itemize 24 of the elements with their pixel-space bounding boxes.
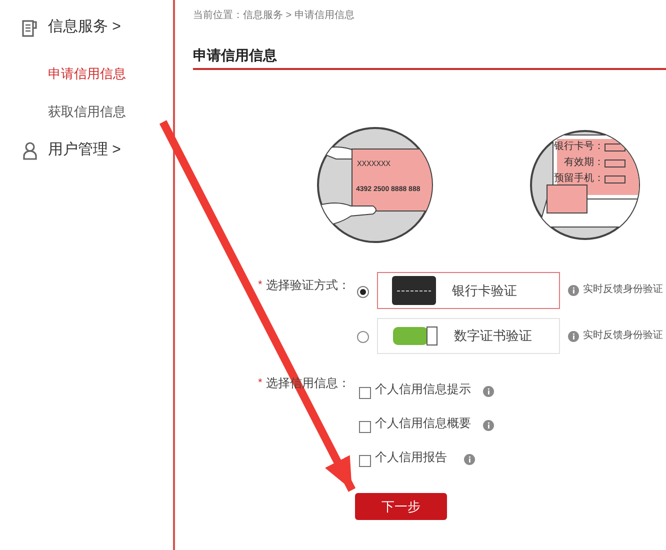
- card-text: XXXXXXX: [357, 161, 391, 169]
- nav-heading: 用户管理 >: [48, 142, 121, 157]
- form-label: 有效期：: [563, 158, 604, 168]
- required-mark: *: [258, 378, 262, 389]
- page-title: 申请信用信息: [193, 48, 277, 62]
- option-label: 数字证书验证: [454, 327, 532, 346]
- form-label: 银行卡号：: [553, 142, 604, 152]
- required-mark: *: [258, 280, 262, 291]
- checkbox-label: 个人信用报告: [375, 451, 447, 463]
- breadcrumb: 当前位置：信息服务 > 申请信用信息: [193, 11, 354, 21]
- option-label: 银行卡验证: [452, 282, 517, 300]
- next-button: 下一步: [355, 493, 447, 520]
- option-card: [377, 318, 560, 354]
- arrow: [159, 120, 356, 492]
- checkbox-label: 个人信用信息提示: [375, 383, 471, 395]
- field-label: 选择验证方式：: [266, 279, 350, 291]
- checkbox-label: 个人信用信息概要: [375, 417, 471, 429]
- option-card: [377, 272, 560, 309]
- hint-text: 实时反馈身份验证: [583, 285, 663, 295]
- nav-heading: 信息服务 >: [48, 19, 121, 34]
- nav-link: 申请信用信息: [48, 67, 126, 80]
- nav-link: 获取信用信息: [48, 105, 126, 118]
- form-label: 预留手机：: [553, 174, 604, 184]
- hint-text: 实时反馈身份验证: [583, 331, 663, 341]
